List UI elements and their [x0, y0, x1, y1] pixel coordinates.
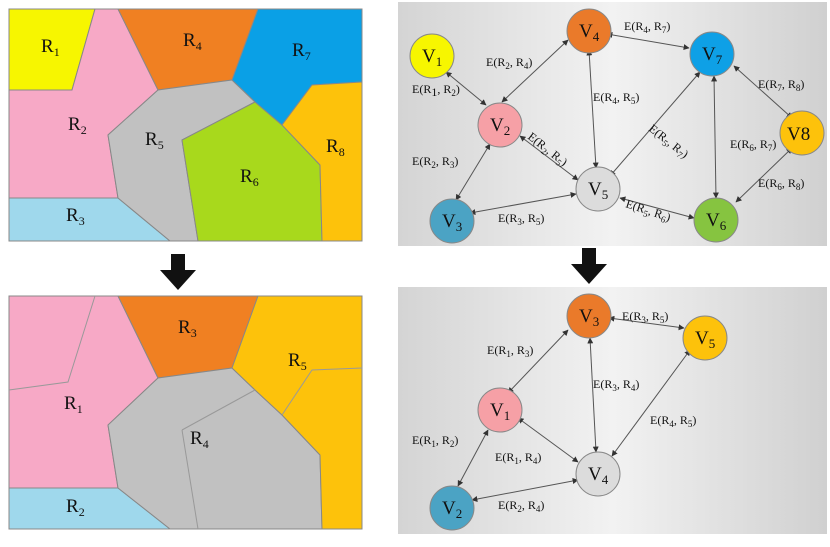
top-v7-label: V7	[702, 44, 723, 67]
bottom-edge-label-r4-r5: E(R4, R5)	[650, 413, 696, 429]
top-r2-label: R2	[68, 114, 87, 137]
top-edge-label-r5-r6: E(R5, R6)	[623, 197, 672, 227]
bottom-node-v4	[575, 451, 621, 497]
top-edge-label-r2-r3: E(R2, R3)	[412, 154, 458, 170]
bottom-edge-label-r1-r3: E(R1, R3)	[487, 343, 533, 359]
top-edge-label-r2-r4: E(R2, R4)	[486, 55, 532, 71]
bottom-region-r5	[231, 295, 363, 530]
top-node-v3	[429, 198, 475, 244]
merge-arrow-right	[571, 248, 607, 284]
top-node-v7	[689, 31, 735, 77]
top-edge-label-r4-r7: E(R4, R7)	[624, 19, 670, 35]
top-edge-label-r4-r5: E(R4, R5)	[593, 90, 639, 106]
bottom-r3-label: R3	[178, 317, 197, 340]
bottom-node-v3	[566, 293, 612, 339]
top-region-map: R1 R2 R3 R4 R5 R6 R7 R8	[8, 8, 363, 242]
bottom-r1-label: R1	[64, 393, 83, 416]
bottom-edge-label-r2-r4: E(R2, R4)	[498, 498, 544, 514]
bottom-node-v1	[477, 387, 523, 433]
top-v5-label: V5	[588, 179, 608, 202]
bottom-v2-label: V2	[442, 498, 462, 521]
bottom-node-v2	[429, 485, 475, 531]
top-node-v6	[693, 197, 739, 243]
top-edge-label-r6-r7: E(R6, R7)	[730, 137, 776, 153]
top-node-v2	[477, 102, 523, 148]
top-r8-label: R8	[326, 136, 345, 159]
top-edge-label-r7-r8: E(R7, R8)	[758, 77, 804, 93]
bottom-edge-label-r1-r2: E(R1, R2)	[412, 433, 458, 449]
top-r4-label: R4	[183, 30, 202, 53]
top-v3-label: V3	[442, 211, 462, 234]
top-edge-label-r1-r2: E(R1, R2)	[412, 82, 460, 99]
bottom-r2-label: R2	[66, 496, 85, 519]
top-v1-label: V1	[422, 46, 442, 69]
bottom-v5-label: V5	[695, 328, 715, 351]
bottom-edge-label-r3-r5: E(R3, R5)	[622, 309, 668, 325]
top-r6-label: R6	[240, 166, 259, 189]
bottom-v1-label: V1	[490, 400, 510, 423]
top-edge-label-r6-r8: E(R6, R8)	[758, 176, 804, 192]
top-v6-label: V6	[706, 210, 727, 233]
top-edge-label-r3-r5: E(R3, R5)	[498, 211, 544, 227]
bottom-r5-label: R5	[288, 350, 307, 373]
top-node-v5	[575, 166, 621, 212]
bottom-adjacency-graph: V1 V2 V3 V4 V5 E(R3, R5) E(R1, R3) E(R3,…	[398, 287, 827, 534]
bottom-region-map: R1 R2 R3 R4 R5	[8, 295, 363, 530]
top-r1-label: R1	[41, 36, 60, 59]
top-node-v4	[566, 8, 612, 54]
top-adjacency-graph: V1 V2 V3 V4 V5 V6 V7 V8 E(R1, R2) E(R2, …	[398, 2, 827, 246]
top-v8-label: V8	[787, 124, 810, 145]
bottom-node-v5	[682, 315, 728, 361]
top-region-r8	[281, 81, 363, 242]
top-node-v1	[409, 33, 455, 79]
top-r5-label: R5	[145, 129, 164, 152]
top-r7-label: R7	[292, 40, 311, 63]
bottom-v3-label: V3	[579, 306, 599, 329]
top-v2-label: V2	[490, 115, 510, 138]
bottom-edge-label-r1-r4: E(R1, R4)	[495, 450, 541, 466]
bottom-edge-label-r3-r4: E(R3, R4)	[593, 377, 639, 393]
bottom-r4-label: R4	[190, 428, 209, 451]
top-r3-label: R3	[66, 205, 85, 228]
top-node-v8	[779, 110, 825, 156]
bottom-v4-label: V4	[588, 464, 609, 487]
top-v4-label: V4	[579, 21, 600, 44]
merge-arrow-left	[160, 254, 196, 290]
